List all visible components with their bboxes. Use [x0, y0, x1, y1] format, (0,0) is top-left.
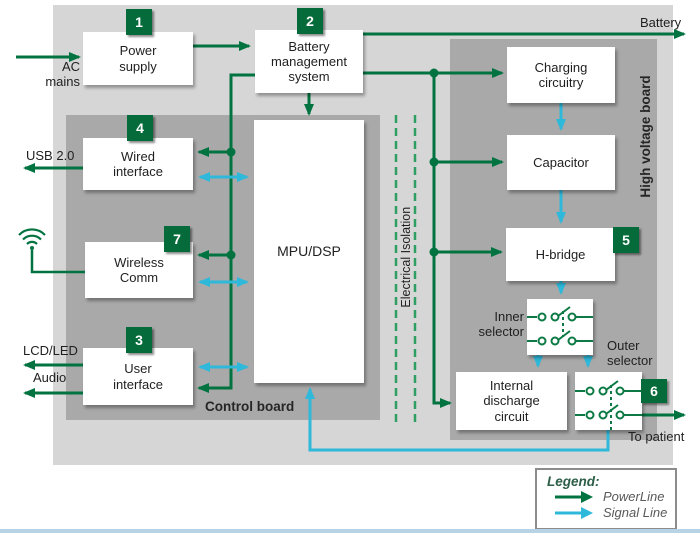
- node-outer-selector: [575, 372, 642, 430]
- inner-selector-switch-icon: [527, 306, 593, 346]
- badge-4: 4: [127, 115, 153, 141]
- power-line-arrow-icon: [555, 490, 593, 503]
- legend-box: Legend: PowerLine Signal Line: [535, 468, 677, 530]
- junction-dots: [226, 68, 439, 260]
- label-battery: Battery: [640, 15, 682, 30]
- legend-signal-line: Signal Line: [603, 505, 668, 520]
- label-control-board: Control board: [205, 399, 295, 414]
- node-battery-management: Battery management system: [255, 30, 363, 93]
- label-audio: Audio: [33, 370, 67, 385]
- label-to-patient: To patient: [628, 429, 685, 444]
- badge-5: 5: [613, 227, 639, 253]
- label-high-voltage-board: High voltage board: [638, 75, 653, 198]
- badge-7: 7: [164, 226, 190, 252]
- outer-selector-switch-icon: [575, 380, 642, 430]
- node-power-supply: Power supply: [83, 32, 193, 85]
- node-capacitor: Capacitor: [507, 135, 615, 190]
- line-outer-mpu-feedback: [305, 387, 610, 452]
- label-usb: USB 2.0: [26, 148, 75, 163]
- badge-1: 1: [126, 9, 152, 35]
- legend-power-line: PowerLine: [603, 489, 665, 504]
- badge-2: 2: [297, 8, 323, 34]
- legend-title: Legend:: [547, 474, 600, 489]
- label-lcd-led: LCD/LED: [23, 343, 78, 358]
- node-internal-discharge: Internal discharge circuit: [456, 372, 567, 430]
- wifi-icon: [18, 228, 46, 250]
- signal-line-arrow-icon: [555, 506, 593, 519]
- badge-6: 6: [641, 379, 667, 403]
- node-charging-circuitry: Charging circuitry: [507, 47, 615, 103]
- node-h-bridge: H-bridge: [506, 228, 615, 281]
- label-ac-mains: AC mains: [45, 59, 80, 89]
- line-wifi-antenna: [30, 250, 85, 274]
- label-outer-selector: Outer selector: [607, 338, 653, 368]
- bottom-edge-strip: [0, 529, 700, 533]
- node-wired-interface: Wired interface: [83, 138, 193, 190]
- label-inner-selector: Inner selector: [478, 309, 524, 339]
- label-electrical-isolation: Electrical Isolation: [398, 206, 413, 308]
- node-user-interface: User interface: [83, 348, 193, 405]
- node-inner-selector: [527, 299, 593, 355]
- line-bms-control-drop: [197, 73, 255, 393]
- node-mpu-dsp: MPU/DSP: [254, 120, 364, 383]
- badge-3: 3: [126, 327, 152, 353]
- line-hv-vertical-to-discharge: [432, 73, 452, 408]
